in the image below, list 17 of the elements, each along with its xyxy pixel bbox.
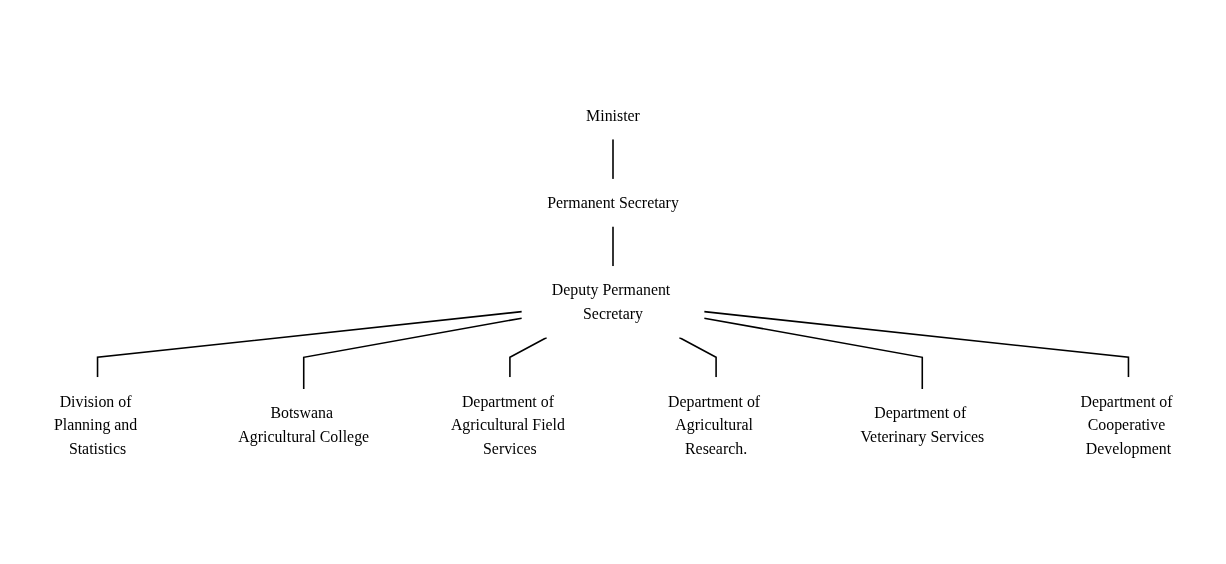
node-text: Permanent Secretary xyxy=(547,193,679,212)
node-text: Botswana Agricultural College xyxy=(238,404,370,446)
connector xyxy=(612,138,614,180)
node-text: Department of Agricultural Field Services xyxy=(450,392,565,458)
node-text: Department of Cooperative Development xyxy=(1080,392,1173,458)
connector xyxy=(509,336,548,378)
connector xyxy=(96,310,523,378)
connector xyxy=(612,225,614,267)
connector xyxy=(703,317,924,390)
connector xyxy=(678,336,717,378)
node-text: Department of Agricultural Research. xyxy=(668,392,761,458)
connector xyxy=(302,317,523,390)
node-text: Minister xyxy=(586,106,640,125)
node-text: Department of Veterinary Services xyxy=(860,404,985,446)
node-text: Division of Planning and Statistics xyxy=(53,392,138,458)
connector xyxy=(703,310,1130,378)
node-text: Deputy Permanent Secretary xyxy=(551,281,671,323)
